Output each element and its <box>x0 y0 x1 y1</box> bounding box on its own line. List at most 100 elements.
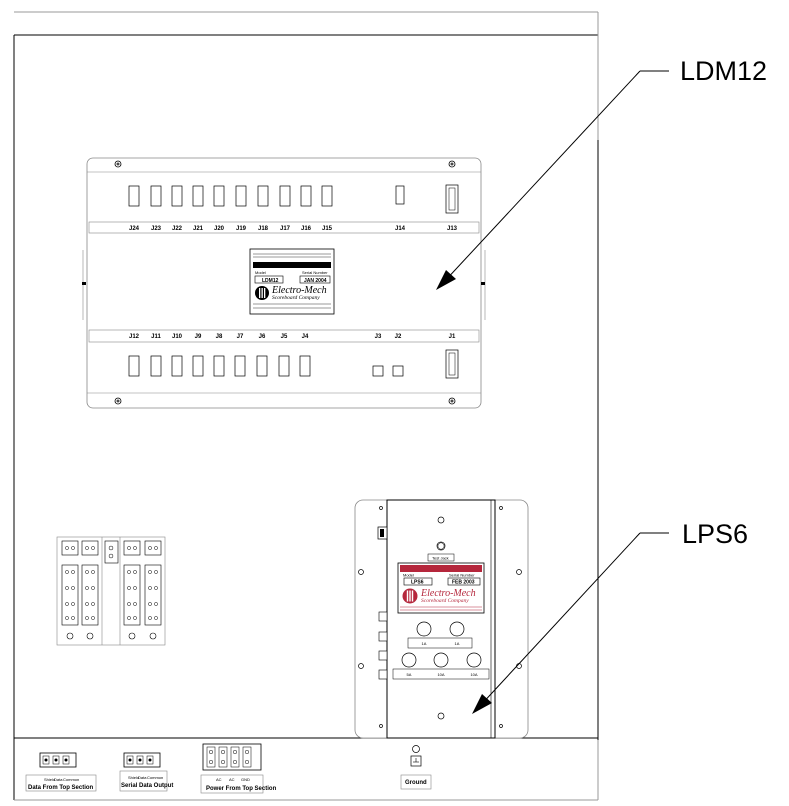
connector-label-j3: J3 <box>375 334 382 340</box>
ldm12-brand: Electro-Mech <box>271 285 327 296</box>
lps6-side-terminals <box>378 611 388 680</box>
connector-j23: J23 <box>150 185 162 232</box>
lps6-serial-caption: Serial Number <box>449 573 475 578</box>
connector-label-j16: J16 <box>301 226 312 232</box>
connector-j19: J19 <box>235 185 247 232</box>
lps6-brand-logo-icon <box>402 588 418 604</box>
connector-label-j22: J22 <box>172 226 183 232</box>
lps6-callout-text: LPS6 <box>682 519 748 549</box>
ldm12-callout-arrow-icon <box>436 270 456 290</box>
serial-pin-data: Data <box>138 775 147 780</box>
connector-j10: J10 <box>171 334 183 377</box>
connector-label-j1: J1 <box>449 334 456 340</box>
connector-label-j4: J4 <box>302 334 309 340</box>
ldm12-side-clips <box>82 282 485 285</box>
ldm12-callout-text: LDM12 <box>680 56 767 86</box>
connector-j13: J13 <box>445 184 459 232</box>
connector-j17: J17 <box>279 185 291 232</box>
connector-label-j20: J20 <box>214 226 225 232</box>
connector-j11: J11 <box>150 334 161 377</box>
data-from-top-section: Shield Data Common Data From Top Section <box>25 752 97 792</box>
serial-pin-shield: Shield <box>128 775 139 780</box>
cabinet-outline <box>13 11 599 801</box>
lps6-module: Test Jack Model Serial Number LPS6 FEB 2… <box>354 499 529 739</box>
connector-j6: J6 <box>256 334 268 377</box>
fuse-bottom-label: 10A <box>437 672 444 677</box>
lps6-callout-arrow-icon <box>472 694 492 714</box>
connector-j18: J18 <box>257 185 269 232</box>
lps6-test-jack-label: Test Jack <box>432 556 449 561</box>
power-pin-ac-1: AC <box>216 777 222 782</box>
connector-label-j14: J14 <box>395 226 406 232</box>
connector-j8: J8 <box>213 334 225 377</box>
ldm12-sub-brand: Scoreboard Company <box>272 295 320 301</box>
connector-j3: J3 <box>372 334 384 377</box>
connector-label-j13: J13 <box>447 226 458 232</box>
fuse-bottom-1: 5A <box>401 652 417 677</box>
ldm12-mount-screw-icon <box>114 160 456 405</box>
connector-j5: J5 <box>278 334 290 377</box>
lps6-chassis <box>386 499 496 739</box>
fuse-bottom-label: 5A <box>407 672 412 677</box>
ldm12-serial-caption: Serial Number <box>302 270 328 275</box>
power-from-top-section: AC AC GND Power From Top Section <box>200 743 277 794</box>
connector-label-j12: J12 <box>129 334 140 340</box>
power-pin-ac-2: AC <box>229 777 235 782</box>
fuse-top-label: 1A <box>455 641 460 646</box>
serial-data-output-label: Serial Data Output <box>121 783 173 789</box>
lps6-test-jack: Test Jack <box>427 541 455 562</box>
connector-label-j11: J11 <box>151 334 161 340</box>
connector-label-j17: J17 <box>280 226 291 232</box>
fuse-bottom-3: 10A <box>466 652 482 677</box>
ldm12-brand-logo-icon <box>255 286 269 300</box>
data-top-pin-common: Common <box>63 777 79 782</box>
lps6-model-value: LPS6 <box>411 580 424 586</box>
connector-label-j23: J23 <box>151 226 162 232</box>
data-top-pin-data: Data <box>54 777 63 782</box>
data-from-top-label: Data From Top Section <box>28 785 94 791</box>
connector-label-j19: J19 <box>236 226 247 232</box>
connector-j9: J9 <box>192 334 204 377</box>
fuse-bottom-label: 10A <box>470 672 477 677</box>
lps6-callout: LPS6 <box>472 519 748 714</box>
serial-pin-common: Common <box>147 775 163 780</box>
terminal-block <box>56 536 166 646</box>
ground-label: Ground <box>405 780 427 786</box>
connector-j4: J4 <box>299 334 311 377</box>
fuse-top-label: 1A <box>422 641 427 646</box>
connector-j2: J2 <box>392 334 404 377</box>
connector-j1: J1 <box>445 334 459 379</box>
ground-section: Ground <box>400 745 432 790</box>
connector-j14: J14 <box>395 185 406 232</box>
lps6-fuses: 1A 1A 5A 10A 10A <box>392 621 490 680</box>
connector-j15: J15 <box>321 185 333 232</box>
fuse-top-2: 1A <box>449 621 465 646</box>
lps6-serial-value: FEB 2003 <box>452 580 475 586</box>
connector-label-j18: J18 <box>258 226 269 232</box>
connector-label-j21: J21 <box>193 226 204 232</box>
lps6-model-caption: Model <box>403 573 414 578</box>
connector-j16: J16 <box>300 185 312 232</box>
connector-label-j10: J10 <box>172 334 183 340</box>
fuse-top-1: 1A <box>416 621 432 646</box>
lps6-sub-brand: Scoreboard Company <box>421 598 469 604</box>
connector-j7: J7 <box>234 334 246 377</box>
fuse-bottom-2: 10A <box>433 652 449 677</box>
lps6-brand: Electro-Mech <box>420 588 476 599</box>
connector-label-j7: J7 <box>237 334 244 340</box>
ldm12-model-caption: Model <box>255 270 266 275</box>
connector-label-j2: J2 <box>395 334 402 340</box>
lps6-id-label: Model Serial Number LPS6 FEB 2003 Electr… <box>397 562 485 614</box>
connector-j21: J21 <box>192 185 204 232</box>
power-pin-gnd: GND <box>241 777 250 782</box>
connector-j24: J24 <box>128 185 140 232</box>
ldm12-callout: LDM12 <box>436 56 767 290</box>
connector-j20: J20 <box>213 185 225 232</box>
ldm12-id-label: Model Serial Number LDM12 JAN 2004 Elect… <box>249 248 335 315</box>
connector-label-j15: J15 <box>322 226 333 232</box>
connector-j12: J12 <box>128 334 140 377</box>
ldm12-serial-value: JAN 2004 <box>304 278 327 284</box>
